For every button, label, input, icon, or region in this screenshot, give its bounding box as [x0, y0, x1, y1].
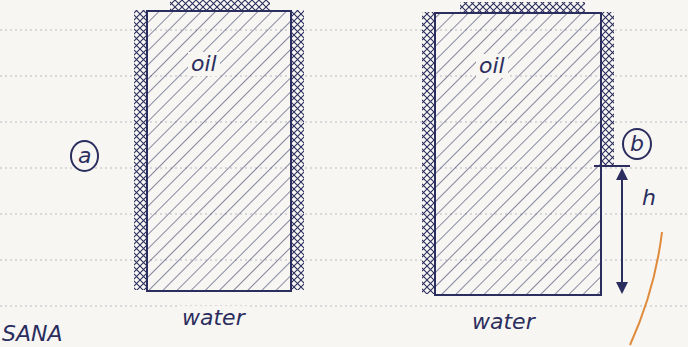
case-marker: a	[70, 140, 99, 172]
fluid-label: oil	[476, 54, 508, 78]
annotation-label: SANA	[0, 322, 65, 346]
case-marker: b	[622, 128, 652, 160]
oil-vessel: oil	[146, 10, 292, 292]
annotation-label: water	[180, 306, 247, 330]
annotation-label: water	[470, 310, 537, 334]
fluid-label: oil	[188, 52, 220, 76]
oil-vessel: oil	[434, 12, 602, 296]
annotation-label: h	[640, 186, 658, 210]
